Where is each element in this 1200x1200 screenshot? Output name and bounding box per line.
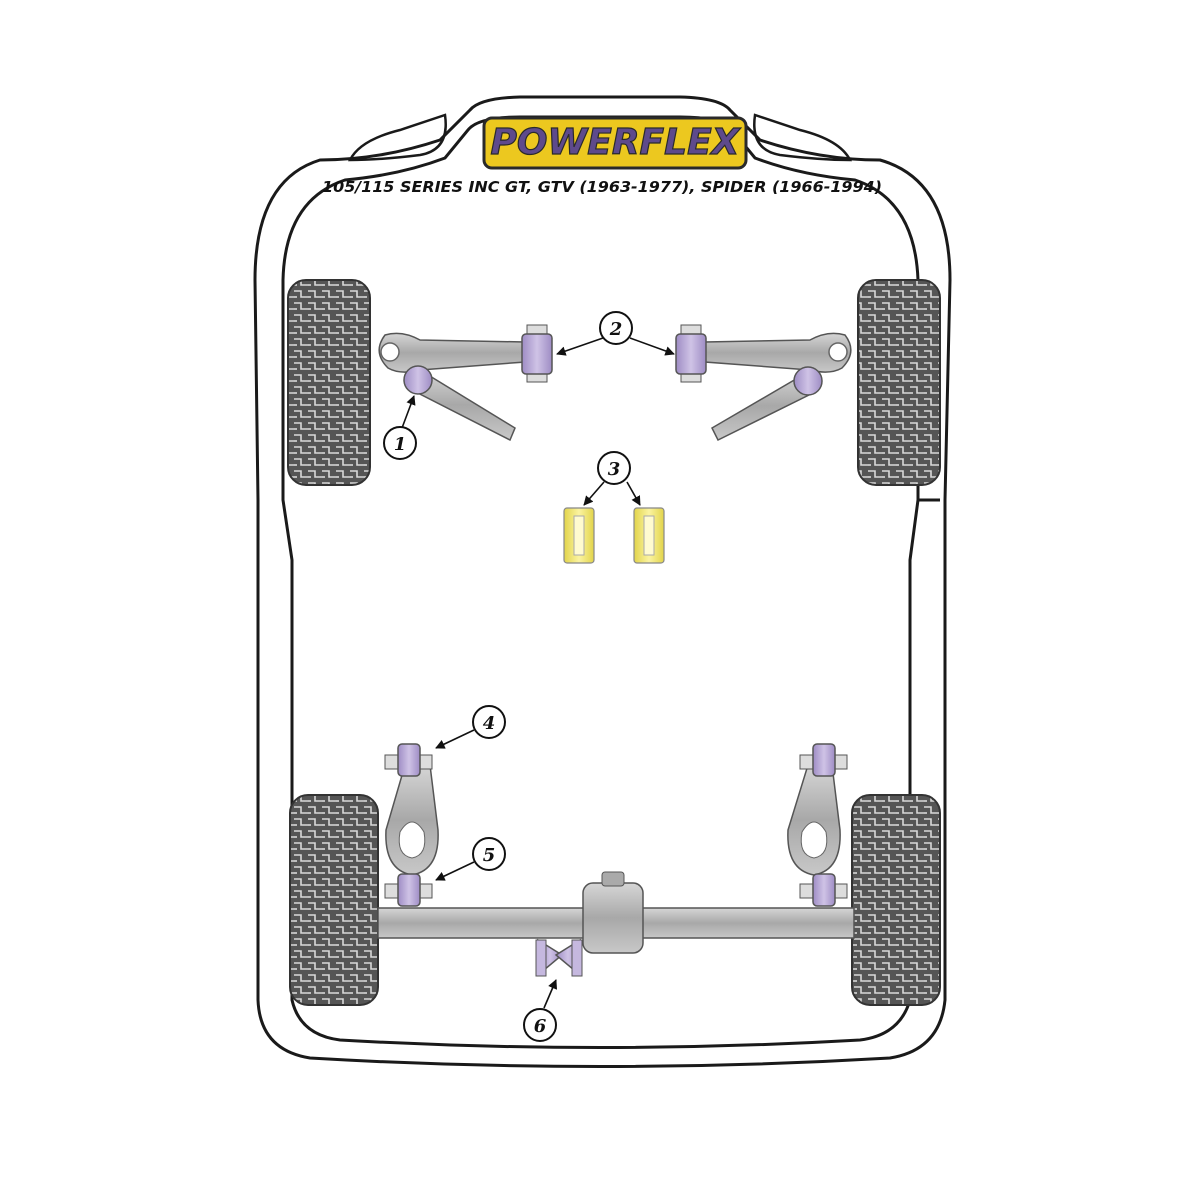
callout-2-number: 2 — [609, 319, 623, 340]
front-lower-arm-right — [711, 366, 823, 442]
callout-1-number: 1 — [394, 434, 407, 455]
arrow-5 — [435, 861, 475, 881]
rear-left-tyre — [289, 794, 379, 1006]
front-upper-arm-left — [378, 332, 526, 373]
headlight-right — [753, 113, 853, 162]
rear-right-tyre — [851, 794, 941, 1006]
callout-5: 5 — [472, 837, 506, 871]
rear-axle — [377, 871, 855, 954]
bush-upper-arm-left — [521, 324, 553, 383]
headlight-left — [347, 113, 447, 162]
tyres — [287, 279, 941, 1006]
bush-rear-lower-left — [384, 873, 433, 907]
front-upper-arm-right — [704, 332, 852, 373]
callout-2: 2 — [599, 311, 633, 345]
bush-rear-upper-left — [384, 743, 433, 777]
differential — [582, 882, 644, 954]
arrow-2-left — [556, 337, 604, 356]
callout-4: 4 — [472, 705, 506, 739]
leader-arrows — [401, 337, 675, 1009]
arrow-3-right — [626, 481, 641, 506]
rear-trailing-arm-right — [787, 764, 841, 876]
bush-rear-upper-right — [799, 743, 848, 777]
arrow-3-left — [583, 481, 605, 506]
arrow-4 — [435, 729, 475, 749]
front-lower-arm-left — [403, 365, 516, 442]
arrow-2-right — [629, 337, 675, 356]
bush-rear-lower-right — [799, 873, 848, 907]
arrow-6 — [543, 979, 558, 1009]
front-left-tyre — [287, 279, 371, 486]
bush-upper-arm-right — [675, 324, 707, 383]
vehicle-subtitle: 105/115 SERIES INC GT, GTV (1963-1977), … — [322, 178, 882, 196]
front-right-tyre — [857, 279, 941, 486]
logo-wordmark: POWERFLEX — [491, 122, 742, 163]
callout-4-number: 4 — [483, 713, 496, 734]
powerflex-logo: POWERFLEX — [482, 116, 748, 170]
callout-3: 3 — [597, 451, 631, 485]
callout-5-number: 5 — [483, 845, 496, 866]
bush-antiroll-left — [563, 507, 595, 564]
bush-antiroll-right — [633, 507, 665, 564]
callout-1: 1 — [383, 426, 417, 460]
callout-3-number: 3 — [608, 459, 621, 480]
bush-diff-mount — [535, 938, 583, 977]
callout-6: 6 — [523, 1008, 557, 1042]
arrow-1 — [401, 395, 416, 429]
callout-6-number: 6 — [534, 1016, 547, 1037]
